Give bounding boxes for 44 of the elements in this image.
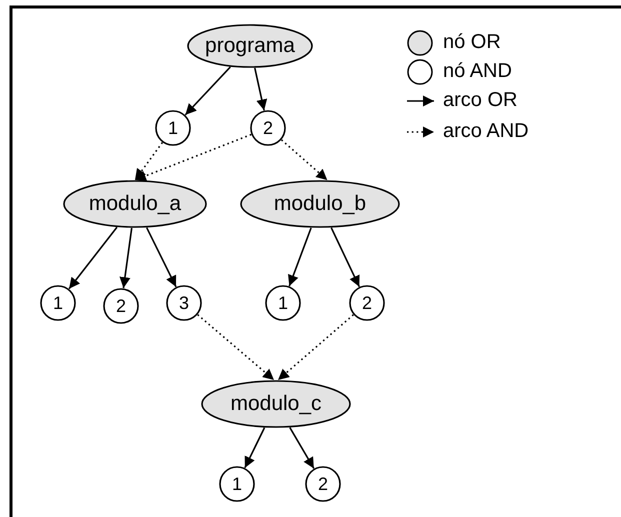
node-label: 1 bbox=[232, 474, 242, 494]
arrow bbox=[289, 427, 315, 469]
dotted-arrow bbox=[277, 314, 354, 381]
dotted-arrow bbox=[134, 142, 164, 180]
arrow bbox=[184, 66, 231, 116]
arrow bbox=[120, 228, 132, 288]
and-node-circle bbox=[349, 285, 385, 321]
dotted-arrow bbox=[197, 314, 275, 381]
node-label: modulo_a bbox=[88, 192, 182, 216]
and-node-circle bbox=[40, 285, 76, 321]
and-node-circle bbox=[166, 285, 202, 321]
or-node-ellipse bbox=[187, 24, 313, 68]
arrow bbox=[244, 427, 266, 468]
legend-label: nó OR bbox=[443, 31, 501, 54]
legend-label: arco OR bbox=[443, 89, 518, 112]
arrow bbox=[330, 227, 360, 288]
and-node-circle bbox=[219, 466, 255, 502]
node-label: modulo_c bbox=[230, 392, 322, 416]
and-node-circle bbox=[250, 110, 286, 146]
or-node-ellipse bbox=[201, 380, 351, 428]
dotted-arrow bbox=[281, 139, 328, 181]
arrow bbox=[146, 227, 177, 288]
arrow bbox=[254, 68, 268, 111]
legend-label: arco AND bbox=[443, 120, 529, 143]
and-node-circle bbox=[103, 288, 139, 324]
node-label: 2 bbox=[116, 296, 126, 316]
node-label: 1 bbox=[168, 118, 178, 138]
or-node-ellipse bbox=[63, 180, 207, 228]
dotted-arrow bbox=[134, 134, 252, 182]
and-node-circle bbox=[265, 285, 301, 321]
node-label: 1 bbox=[52, 292, 63, 314]
node-label: 3 bbox=[178, 292, 189, 314]
legend-label: nó AND bbox=[443, 60, 512, 83]
arrow bbox=[68, 226, 118, 290]
and-node-circle bbox=[155, 110, 191, 146]
node-label: modulo_b bbox=[274, 192, 366, 216]
and-node-circle bbox=[305, 466, 341, 502]
node-label: 2 bbox=[362, 292, 372, 314]
node-label: 1 bbox=[278, 292, 288, 314]
node-label: 2 bbox=[318, 474, 328, 494]
arrow bbox=[288, 228, 312, 286]
node-label: 2 bbox=[262, 118, 273, 138]
node-label: programa bbox=[205, 34, 295, 58]
or-node-ellipse bbox=[240, 180, 400, 228]
